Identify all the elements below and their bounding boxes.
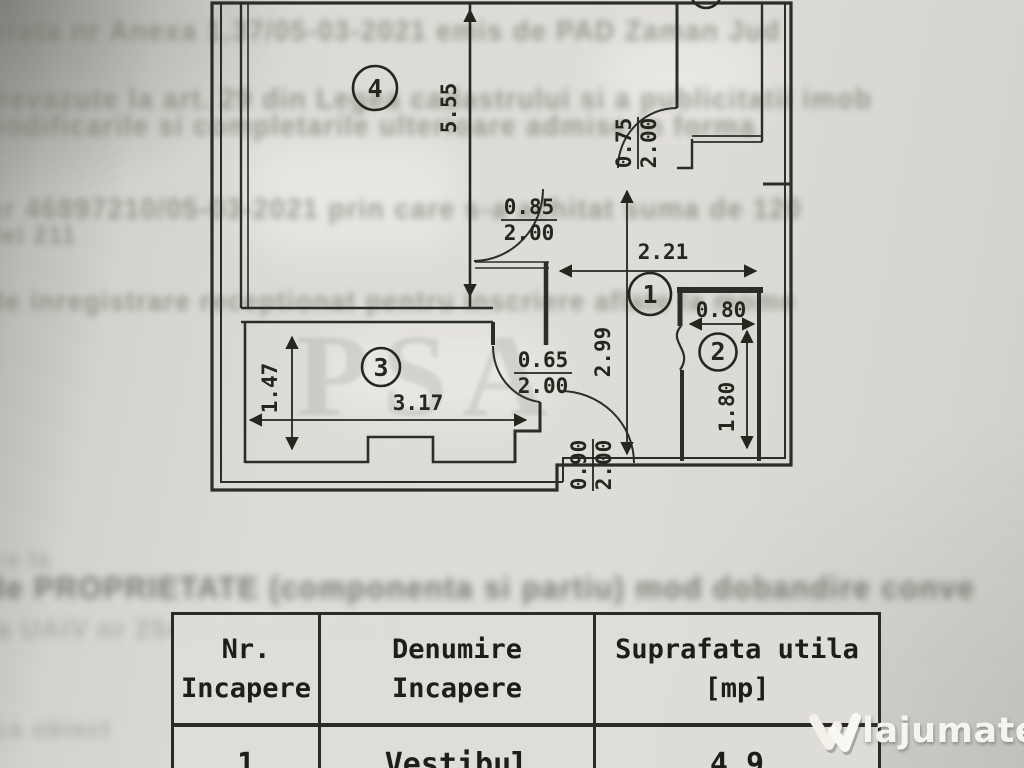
- header-suprafata-utila: Suprafata utila [mp]: [593, 612, 881, 727]
- dim-room2-width: 0.80: [696, 298, 747, 322]
- blurred-doc-line: ca obiect: [0, 715, 112, 744]
- header-line: Suprafata utila: [615, 633, 859, 665]
- room-3-circle: [360, 346, 402, 388]
- header-denumire-incapere: Denumire Incapere: [318, 612, 596, 727]
- cell-room-number: 1: [171, 723, 321, 768]
- door-arc-0.85: [473, 188, 544, 262]
- dimension-labels: 5.55 0.75 2.00 0.85 2.00 2.21 2.99 0.80 …: [258, 83, 746, 491]
- header-line: [mp]: [704, 673, 770, 704]
- svg-text:0.65: 0.65: [518, 348, 569, 372]
- header-line: Nr.: [221, 633, 271, 665]
- interior-walls: [239, 3, 764, 464]
- svg-text:0.90: 0.90: [567, 440, 591, 491]
- dim-room4-height: 5.55: [437, 83, 461, 134]
- room-4-circle: [351, 64, 399, 112]
- room-area-table: Nr. Incapere Denumire Incapere Suprafata…: [171, 612, 881, 768]
- blurred-doc-line: nr 46897210/05-03-2021 prin care s-a ach…: [0, 193, 803, 225]
- svg-text:2.00: 2.00: [592, 440, 616, 491]
- dim-door-065: 0.65 2.00: [514, 348, 572, 398]
- door-curve-room-2: [675, 325, 686, 371]
- outer-walls: [210, 1, 793, 492]
- header-nr-incapere: Nr. Incapere: [171, 612, 321, 727]
- blurred-doc-line: de PROPRIETATE (componenta si partiu) mo…: [0, 571, 976, 606]
- dim-door-085: 0.85 2.00: [501, 195, 557, 245]
- blurred-doc-line: modificarile si completarile ulterioare …: [0, 110, 756, 142]
- blurred-doc-line: berata nr Anexa 1.37/05-03-2021 emis de …: [0, 15, 781, 47]
- door-arc-0.75: [617, 107, 678, 169]
- room-4-number: 4: [367, 74, 382, 103]
- svg-text:0.85: 0.85: [504, 195, 555, 219]
- header-line: Incapere: [391, 673, 523, 704]
- svg-text:2.00: 2.00: [518, 374, 569, 398]
- dim-entrance-door: 0.90 2.00: [567, 439, 616, 491]
- room-3-number: 3: [373, 353, 388, 382]
- blurred-doc-line: re la: [0, 545, 51, 573]
- svg-text:1.80: 1.80: [715, 382, 739, 433]
- room-number-circles: [351, 0, 738, 388]
- blurred-doc-line: lei 211: [0, 221, 77, 250]
- room-2-number: 2: [710, 337, 725, 366]
- cell-room-name: Vestibul: [318, 723, 596, 768]
- svg-text:5.55: 5.55: [437, 83, 461, 134]
- dim-vestibule-width: 2.21: [638, 240, 689, 264]
- svg-text:2.00: 2.00: [504, 221, 555, 245]
- blurred-doc-line: prevazute la art. 29 din Legea cadastrul…: [0, 83, 873, 115]
- room-partial-circle: [691, 0, 721, 10]
- paper-light-patch: [320, 330, 550, 420]
- room-1-circle: [627, 271, 673, 317]
- dim-door-075: 0.75 2.00: [612, 117, 661, 169]
- dim-room3-width: 3.17: [393, 391, 444, 415]
- door-arc-0.65: [491, 345, 541, 403]
- brand-watermark: lajumate.ro: [804, 706, 1024, 756]
- svg-text:2.99: 2.99: [591, 327, 615, 378]
- svg-text:2.00: 2.00: [637, 118, 661, 169]
- dim-room2-height: 1.80: [715, 382, 739, 433]
- brand-name: lajumate: [862, 711, 1024, 751]
- header-line: Incapere: [180, 673, 312, 704]
- paper-light-patch: [240, 140, 460, 250]
- paper-light-patch: [600, 30, 770, 120]
- svg-text:0.75: 0.75: [612, 118, 636, 169]
- dim-room3-height: 1.47: [258, 363, 282, 414]
- room-numbers: 4 1 2 3: [367, 74, 725, 382]
- header-line: Denumire: [391, 633, 523, 665]
- brand-heart-icon: [809, 713, 862, 755]
- table-row: 1 Vestibul 4.9: [171, 723, 881, 768]
- table-header-row: Nr. Incapere Denumire Incapere Suprafata…: [171, 612, 881, 727]
- room-2-circle: [698, 332, 738, 372]
- dimension-lines: [248, 8, 758, 456]
- svg-text:1.47: 1.47: [258, 363, 282, 414]
- room-1-number: 1: [642, 280, 657, 309]
- dim-vestibule-height: 2.99: [591, 327, 615, 378]
